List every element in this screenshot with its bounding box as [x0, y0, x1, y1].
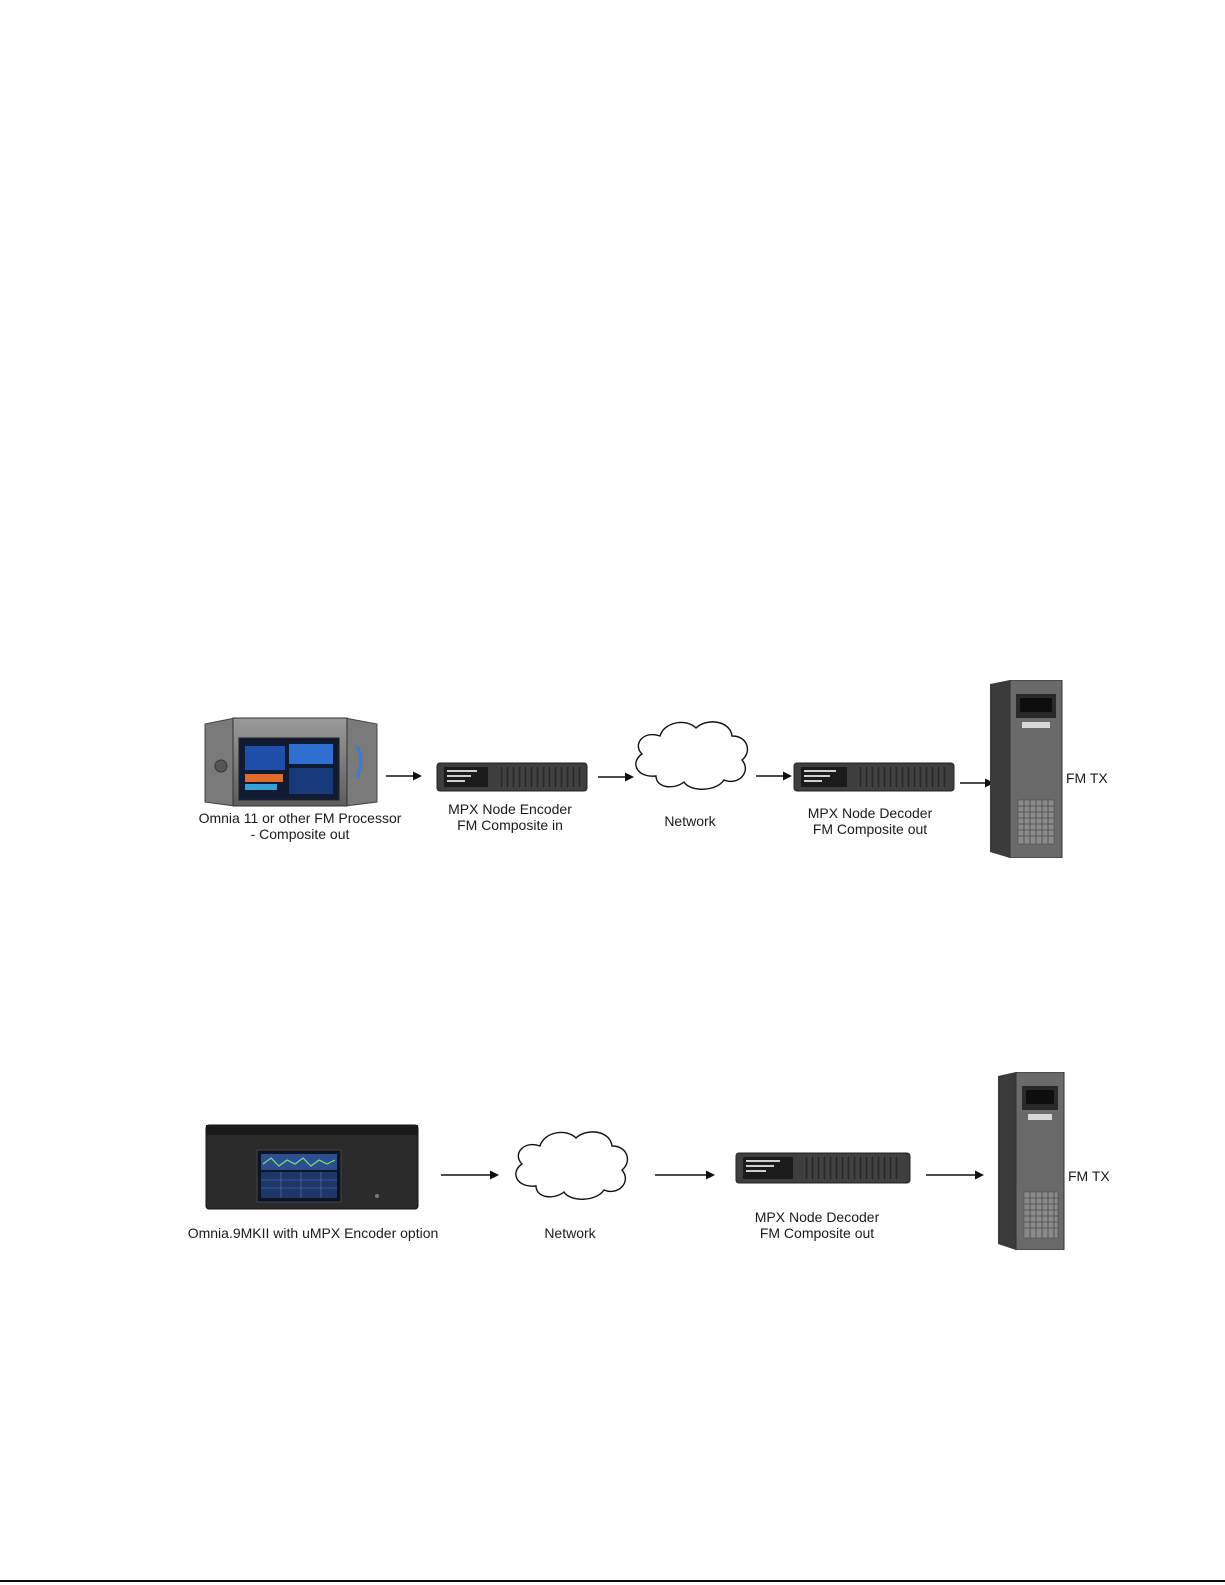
decoder-label-line2: FM Composite out — [790, 821, 950, 837]
arrow-decoder-to-tx — [926, 1169, 984, 1181]
fm-transmitter-cabinet-image — [988, 680, 1064, 858]
arrow-network-to-decoder — [756, 770, 792, 782]
decoder-label-line2: FM Composite out — [737, 1225, 897, 1241]
processor-label-line1: Omnia 11 or other FM Processor — [195, 810, 405, 826]
tx-label: FM TX — [1068, 1168, 1118, 1184]
omnia-9mkii-processor-image — [205, 1124, 419, 1210]
arrow-network-to-decoder — [655, 1169, 715, 1181]
tx-label: FM TX — [1066, 770, 1116, 786]
arrow-processor-to-encoder — [386, 770, 422, 782]
encoder-label-line1: MPX Node Encoder — [430, 801, 590, 817]
decoder-label-line1: MPX Node Decoder — [737, 1209, 897, 1225]
arrow-omnia9-to-network — [441, 1169, 499, 1181]
fm-transmitter-cabinet-image — [996, 1072, 1066, 1250]
mpx-node-encoder-image — [436, 760, 588, 794]
network-cloud-icon — [508, 1128, 634, 1202]
mpx-node-decoder-image — [735, 1150, 911, 1186]
omnia-11-processor-image — [195, 716, 385, 808]
page-bottom-rule — [0, 1580, 1225, 1582]
network-label: Network — [640, 813, 740, 829]
decoder-label-line1: MPX Node Decoder — [790, 805, 950, 821]
mpx-node-decoder-image — [793, 760, 955, 794]
network-label: Network — [520, 1225, 620, 1241]
omnia-9mkii-label: Omnia.9MKII with uMPX Encoder option — [180, 1225, 446, 1241]
processor-label-line2: - Composite out — [195, 826, 405, 842]
encoder-label-line2: FM Composite in — [430, 817, 590, 833]
network-cloud-icon — [628, 716, 754, 792]
